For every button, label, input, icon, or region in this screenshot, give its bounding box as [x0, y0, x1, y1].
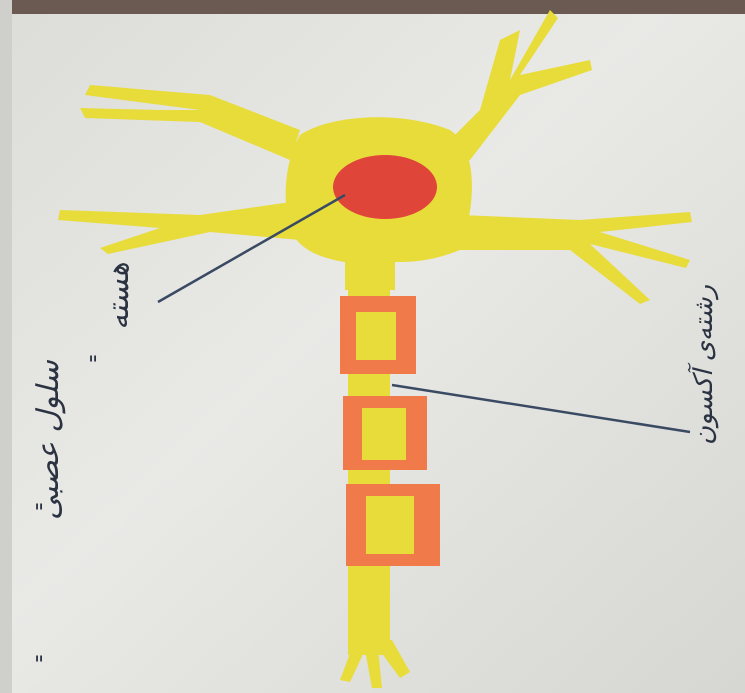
title-label: سلول عصبی [31, 359, 66, 520]
title-quote-mark-bottom: " [34, 653, 44, 678]
myelin-sheath-3-inner [366, 496, 414, 554]
photo-left-edge [0, 0, 12, 693]
nucleus [333, 155, 437, 219]
nucleus-quote-mark: " [88, 353, 98, 378]
nucleus-label: هسته [101, 262, 136, 330]
myelin-sheath-2-inner [362, 408, 406, 460]
myelin-sheath-1-inner [356, 312, 396, 360]
axon-label: رشته‌ی آکسون [687, 284, 719, 445]
photo-top-edge [0, 0, 745, 14]
title-quote-mark-top: " [34, 501, 44, 526]
